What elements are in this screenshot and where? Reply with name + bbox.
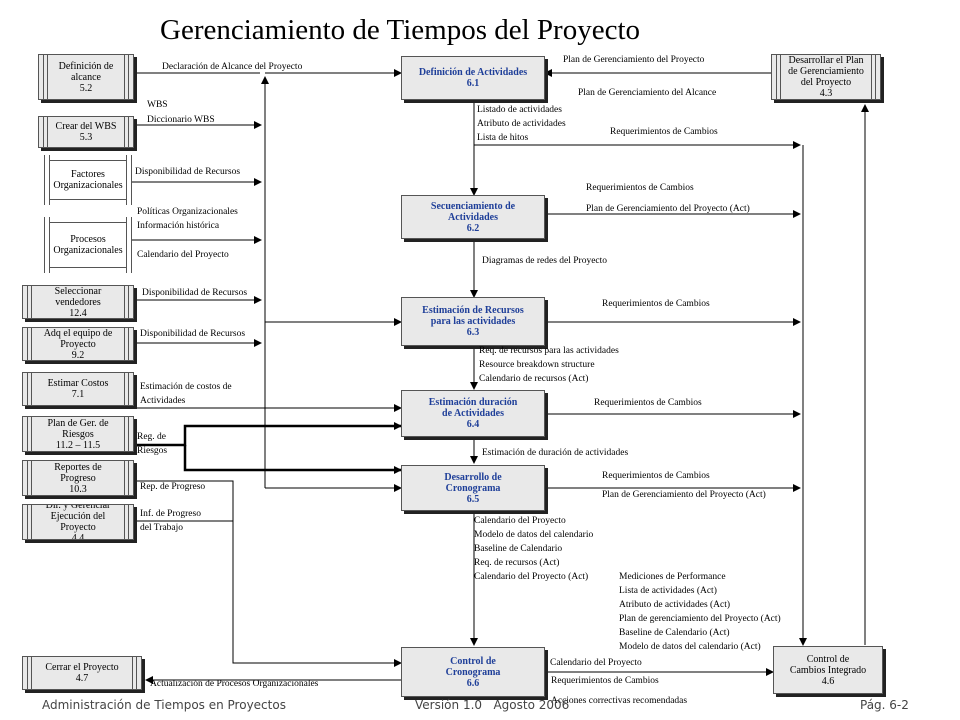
label-req-cambios-1: Requerimientos de Cambios [610, 127, 718, 137]
label-wbs: WBS [147, 100, 168, 110]
label-req-cambios-2: Requerimientos de Cambios [586, 183, 694, 193]
label-plan-act-1: Plan de Gerenciamiento del Proyecto (Act… [586, 204, 750, 214]
arrow-progreso [136, 480, 402, 667]
page-title: Gerenciamiento de Tiempos del Proyecto [160, 14, 641, 46]
box-reportes-progreso[interactable]: Reportes de Progreso 10.3 [22, 460, 134, 496]
label-registro-riesgos: Reg. de Riesgos [137, 432, 168, 456]
label-plan-gerenciamiento-alcance: Plan de Gerenciamiento del Alcance [578, 88, 717, 98]
label-calendario-proyecto-6-6: Calendario del Proyecto [550, 658, 642, 668]
box-estimar-costos[interactable]: Estimar Costos 7.1 [22, 372, 134, 406]
label-informe-progreso: Inf. de Progreso del Trabajo [140, 509, 201, 533]
arrow-riesgos [136, 422, 402, 447]
label-outputs-6-1: Listado de actividades Atributo de activ… [477, 105, 566, 143]
label-outputs-6-5: Calendario del Proyecto Modelo de datos … [474, 516, 594, 582]
label-politicas-informacion: Políticas Organizacionales Información h… [137, 207, 238, 231]
box-cerrar-proyecto[interactable]: Cerrar el Proyecto 4.7 [22, 656, 142, 690]
box-plan-riesgos[interactable]: Plan de Ger. de Riesgos 11.2 – 11.5 [22, 416, 134, 452]
footer-center: Versión 1.0 Agosto 2006 [415, 698, 570, 712]
label-plan-gerenciamiento-proyecto: Plan de Gerenciamiento del Proyecto [563, 55, 705, 65]
label-estimacion-costos: Estimación de costos de Actividades [140, 382, 232, 406]
label-plan-act-2: Plan de Gerenciamiento del Proyecto (Act… [602, 490, 766, 500]
label-disponibilidad-recursos-2: Disponibilidad de Recursos [142, 288, 248, 298]
footer-page: Pág. 6-2 [860, 698, 909, 712]
process-6-2[interactable]: Secuenciamiento de Actividades 6.2 [401, 195, 545, 239]
label-estimacion-duracion: Estimación de duración de actividades [482, 448, 629, 458]
scroll-factores-organizacionales[interactable]: Factores Organizacionales [44, 155, 132, 205]
label-diccionario-wbs: Diccionario WBS [147, 115, 215, 125]
label-acciones-correctivas: Acciones correctivas recomendadas [551, 696, 688, 706]
process-6-6[interactable]: Control de Cronograma 6.6 [401, 647, 545, 697]
label-req-cambios-6: Requerimientos de Cambios [551, 676, 659, 686]
process-6-1[interactable]: Definición de Actividades 6.1 [401, 56, 545, 100]
label-actualizacion-procesos: Actualización de Procesos Organizacional… [150, 679, 319, 689]
label-calendario-proyecto: Calendario del Proyecto [137, 250, 229, 260]
label-diagramas-redes: Diagramas de redes del Proyecto [482, 256, 608, 266]
box-dir-gerenciar[interactable]: Dir. y Gerenciar Ejecución del Proyecto … [22, 504, 134, 540]
box-adq-equipo[interactable]: Adq el equipo de Proyecto 9.2 [22, 327, 134, 361]
process-6-5[interactable]: Desarrollo de Cronograma 6.5 [401, 465, 545, 511]
box-crear-wbs[interactable]: Crear del WBS 5.3 [38, 116, 134, 148]
label-disponibilidad-recursos-1: Disponibilidad de Recursos [135, 167, 241, 177]
label-outputs-6-3: Req. de recursos para las actividades Re… [479, 346, 619, 384]
box-seleccionar-vendedores[interactable]: Seleccionar vendedores 12.4 [22, 285, 134, 319]
process-6-3[interactable]: Estimación de Recursos para las activida… [401, 297, 545, 346]
box-plan-gerenciamiento-4-3[interactable]: Desarrollar el Plan de Gerenciamiento de… [771, 54, 881, 100]
footer-left: Administración de Tiempos en Proyectos [42, 698, 286, 712]
box-definicion-alcance[interactable]: Definición de alcance 5.2 [38, 54, 134, 100]
label-disponibilidad-recursos-3: Disponibilidad de Recursos [140, 329, 246, 339]
label-req-cambios-3: Requerimientos de Cambios [602, 299, 710, 309]
arrow-riesgos-b [183, 445, 402, 474]
label-req-cambios-5: Requerimientos de Cambios [602, 471, 710, 481]
label-reporte-progreso: Rep. de Progreso [140, 482, 206, 492]
label-req-cambios-4: Requerimientos de Cambios [594, 398, 702, 408]
scroll-procesos-organizacionales[interactable]: Procesos Organizacionales [44, 217, 132, 273]
label-outputs-6-6-list: Mediciones de Performance Lista de activ… [619, 572, 781, 652]
process-6-4[interactable]: Estimación duración de Actividades 6.4 [401, 390, 545, 437]
box-control-cambios-4-6[interactable]: Control de Cambios Integrado 4.6 [773, 646, 883, 694]
label-declaracion-alcance: Declaración de Alcance del Proyecto [162, 62, 303, 72]
